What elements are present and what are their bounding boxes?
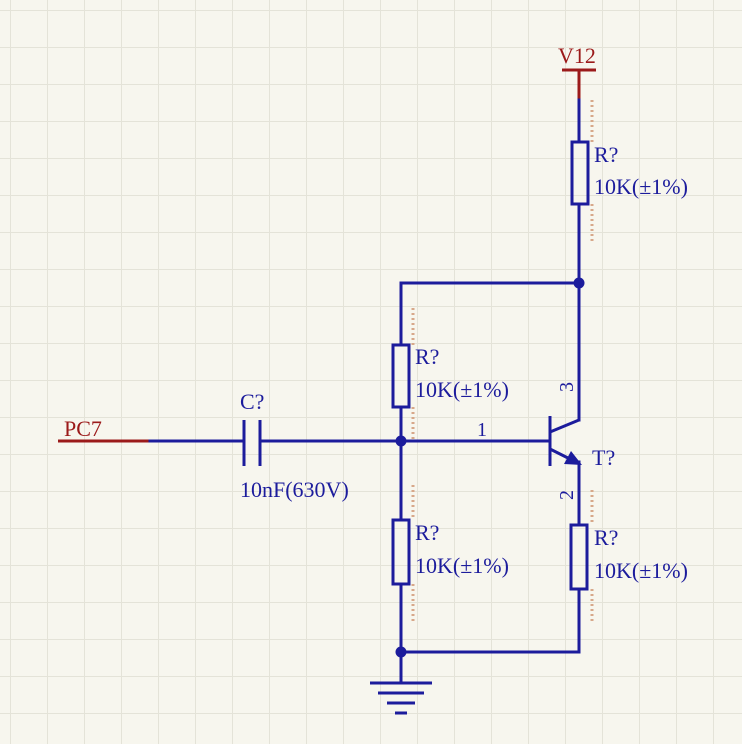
transistor-pin-base: 1	[477, 419, 487, 441]
resistor-bias-upper[interactable]: R? 10K(±1%)	[391, 281, 509, 443]
resistor-bias-lower[interactable]: R? 10K(±1%)	[391, 439, 509, 654]
power-label: V12	[558, 43, 596, 68]
net-label-pc7[interactable]: PC7	[58, 416, 150, 443]
resistor-designator: R?	[415, 520, 439, 545]
input-net-label: PC7	[64, 416, 102, 441]
ground-icon[interactable]	[370, 650, 432, 715]
resistor-designator: R?	[594, 142, 618, 167]
resistor-emitter[interactable]: R? 10K(±1%)	[569, 490, 688, 654]
resistor-value: 10K(±1%)	[415, 377, 509, 402]
transistor-npn[interactable]: T?	[508, 416, 615, 527]
resistor-designator: R?	[594, 525, 618, 550]
capacitor[interactable]: C? 10nF(630V)	[240, 389, 349, 502]
transistor-pin-emitter: 2	[556, 490, 578, 500]
power-port-v12[interactable]: V12	[558, 43, 596, 100]
resistor-value: 10K(±1%)	[415, 553, 509, 578]
resistor-designator: R?	[415, 344, 439, 369]
junction-node	[573, 277, 585, 289]
capacitor-designator: C?	[240, 389, 264, 414]
resistor-value: 10K(±1%)	[594, 174, 688, 199]
capacitor-value: 10nF(630V)	[240, 477, 349, 502]
resistor-value: 10K(±1%)	[594, 558, 688, 583]
transistor-designator: T?	[592, 445, 615, 470]
resistor-top[interactable]: R? 10K(±1%)	[570, 98, 688, 285]
transistor-pin-collector: 3	[556, 382, 578, 392]
